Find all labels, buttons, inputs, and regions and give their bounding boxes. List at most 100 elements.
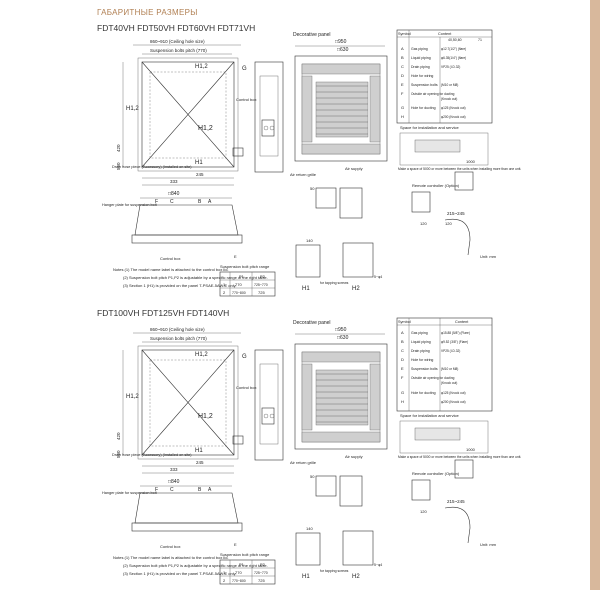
h1-detail-label: H1	[302, 286, 310, 292]
table1-header-model2: 71	[478, 38, 482, 42]
make-space-note: Make a space of 5000 or more between the…	[398, 167, 521, 171]
dim-140: 140	[306, 238, 313, 243]
t2-content: Drain piping	[411, 349, 430, 353]
t2-sym: D	[401, 357, 404, 362]
drain-hose-label-2: Drain hose piece (Accessory) (Installed …	[112, 453, 192, 457]
bolt-h: P1	[239, 562, 245, 567]
t1-v1: VP25 (I.D.32)	[441, 65, 460, 69]
h2-detail-label-2: H2	[352, 574, 360, 580]
dim-50-2: 50	[310, 474, 315, 479]
h12-label-right: H1,2	[198, 125, 213, 132]
label-f: F	[155, 199, 158, 205]
t1-v1: (M10 or M8)	[441, 83, 458, 87]
dim-1000-2: 1000	[466, 447, 476, 452]
h12-label-left-2: H1,2	[126, 394, 139, 400]
table2-rows: A Gas piping φ15.88 (5/8") (Flare) B Liq…	[401, 330, 470, 404]
t1-v1: φ6.35(1/4") (flare)	[441, 56, 466, 60]
unit-mm-label-2: Unit: mm	[480, 542, 497, 547]
section-2-drawings: 860~910 (Ceiling hole size) Suspension b…	[102, 317, 521, 585]
t1-sym: B	[401, 55, 404, 60]
h12-label-left: H1,2	[126, 106, 139, 112]
t1-sym: D	[401, 73, 404, 78]
table1-header-models: 40,50,60	[448, 38, 462, 42]
g-label: G	[242, 66, 247, 72]
t1-v1: φ12.7(1/2") (flare)	[441, 47, 466, 51]
symbol-table-1: Symbol Content 40,50,60 71 A Gas piping …	[396, 29, 521, 259]
bolt-h: P2	[260, 274, 266, 279]
table1-header-content: Content	[438, 32, 452, 36]
label-b-2: B	[198, 487, 202, 493]
label-b: B	[198, 199, 202, 205]
label-e: E	[234, 254, 237, 259]
bolt-table-2: Suspension bolt pitch range P1 P2 1 770 …	[219, 552, 276, 585]
note-line: Notes (1) The model name label is attach…	[113, 267, 229, 272]
dim-950-2: □950	[335, 327, 347, 333]
bolt-c: 725~770	[254, 283, 268, 287]
front-section-1: □840 Hanger plate for suspension bolt F …	[102, 191, 243, 261]
bolt-c: 2	[223, 290, 226, 295]
t1-v1: φ200 (Knock out)	[441, 115, 466, 119]
note-line: (2) Suspension bolt pitch P1,P2 is adjus…	[123, 275, 268, 280]
control-box-label-front: Control box	[160, 256, 180, 261]
dim-120b: 120	[445, 221, 452, 226]
t2-v1: φ15.88 (5/8") (Flare)	[441, 331, 470, 335]
bolt-c: 770	[235, 282, 242, 287]
bolt-h: P1	[239, 274, 245, 279]
table2-header-content: Content	[455, 320, 469, 324]
t2-v1: (Knock out)	[441, 381, 457, 385]
t1-content: Hole for ducting	[411, 106, 436, 110]
bolt-c: 770~800	[232, 579, 246, 583]
dim-245-2: 245	[196, 460, 204, 465]
dim-4-4-2: 5~φ4	[374, 563, 382, 567]
t1-sym: C	[401, 64, 404, 69]
dim-140-2: 140	[306, 526, 313, 531]
notes-1: Notes (1) The model name label is attach…	[113, 267, 268, 288]
dim-840-2: □840	[168, 479, 180, 485]
tapping-screws-label-2: for tapping screws	[320, 569, 349, 573]
t2-sym: E	[401, 366, 404, 371]
t2-content: Hole for ducting	[411, 391, 436, 395]
dim-630: □630	[337, 47, 349, 53]
h12-label-right-2: H1,2	[198, 413, 213, 420]
air-supply-label-2: Air supply	[345, 454, 363, 459]
section-title-2: FDT100VH FDT125VH FDT140VH	[97, 308, 230, 318]
dim-120-2: 120	[420, 509, 427, 514]
section-1-drawings: 860~910 (Ceiling hole size) Suspension b…	[102, 29, 521, 297]
t2-v1: φ9.52 (3/8") (Flare)	[441, 340, 468, 344]
control-box-label-2: Control box	[236, 385, 256, 390]
t1-content: Outside air opening for ducting	[411, 92, 455, 96]
t1-content: Drain piping	[411, 65, 430, 69]
dim-560: 560	[116, 162, 121, 170]
h2-detail-label: H2	[352, 286, 360, 292]
dim-840: □840	[168, 191, 180, 197]
table2-header-symbol: Symbol	[398, 320, 411, 324]
decorative-panel-label: Decorative panel	[293, 32, 331, 38]
bolt-pitch-label-2: Suspension bolts pitch (770)	[150, 336, 207, 341]
side-view-2: Air return grille	[254, 349, 317, 465]
bolt-range-label: Suspension bolt pitch range	[220, 264, 270, 269]
h1-label-bottom: H1	[195, 160, 203, 166]
dim-333-2: 333	[170, 467, 178, 472]
t2-sym: H	[401, 399, 404, 404]
note-line: (3) Section 1 (H1) is provided on the pa…	[123, 571, 236, 576]
dim-560-2: 560	[116, 450, 121, 458]
symbol-table-2: Symbol Content A Gas piping φ15.88 (5/8"…	[396, 317, 521, 547]
dim-1000: 1000	[466, 159, 476, 164]
air-supply-label: Air supply	[345, 166, 363, 171]
make-space-note-2: Make a space of 5000 or more between the…	[398, 455, 521, 459]
h1-label-bottom-2: H1	[195, 448, 203, 454]
drain-hose-label: Drain hose piece (Accessory) (Installed …	[112, 165, 192, 169]
decorative-panel-1: Decorative panel □950 □630 Air supply	[293, 32, 388, 171]
remote-ctrl-label-2: Remote controller (Option)	[412, 471, 460, 476]
t1-sym: A	[401, 46, 404, 51]
right-accent-bar	[590, 0, 600, 590]
t1-sym: G	[401, 105, 404, 110]
dim-245: 245	[196, 172, 204, 177]
t2-content: Suspension bolts	[411, 367, 438, 371]
decorative-panel-2: Decorative panel □950 □630 Air supply	[293, 320, 388, 459]
dim-630-2: □630	[337, 335, 349, 341]
t2-v1: φ200 (Knock out)	[441, 400, 466, 404]
bolt-c: 1	[223, 570, 226, 575]
tapping-screws-label: for tapping screws	[320, 281, 349, 285]
